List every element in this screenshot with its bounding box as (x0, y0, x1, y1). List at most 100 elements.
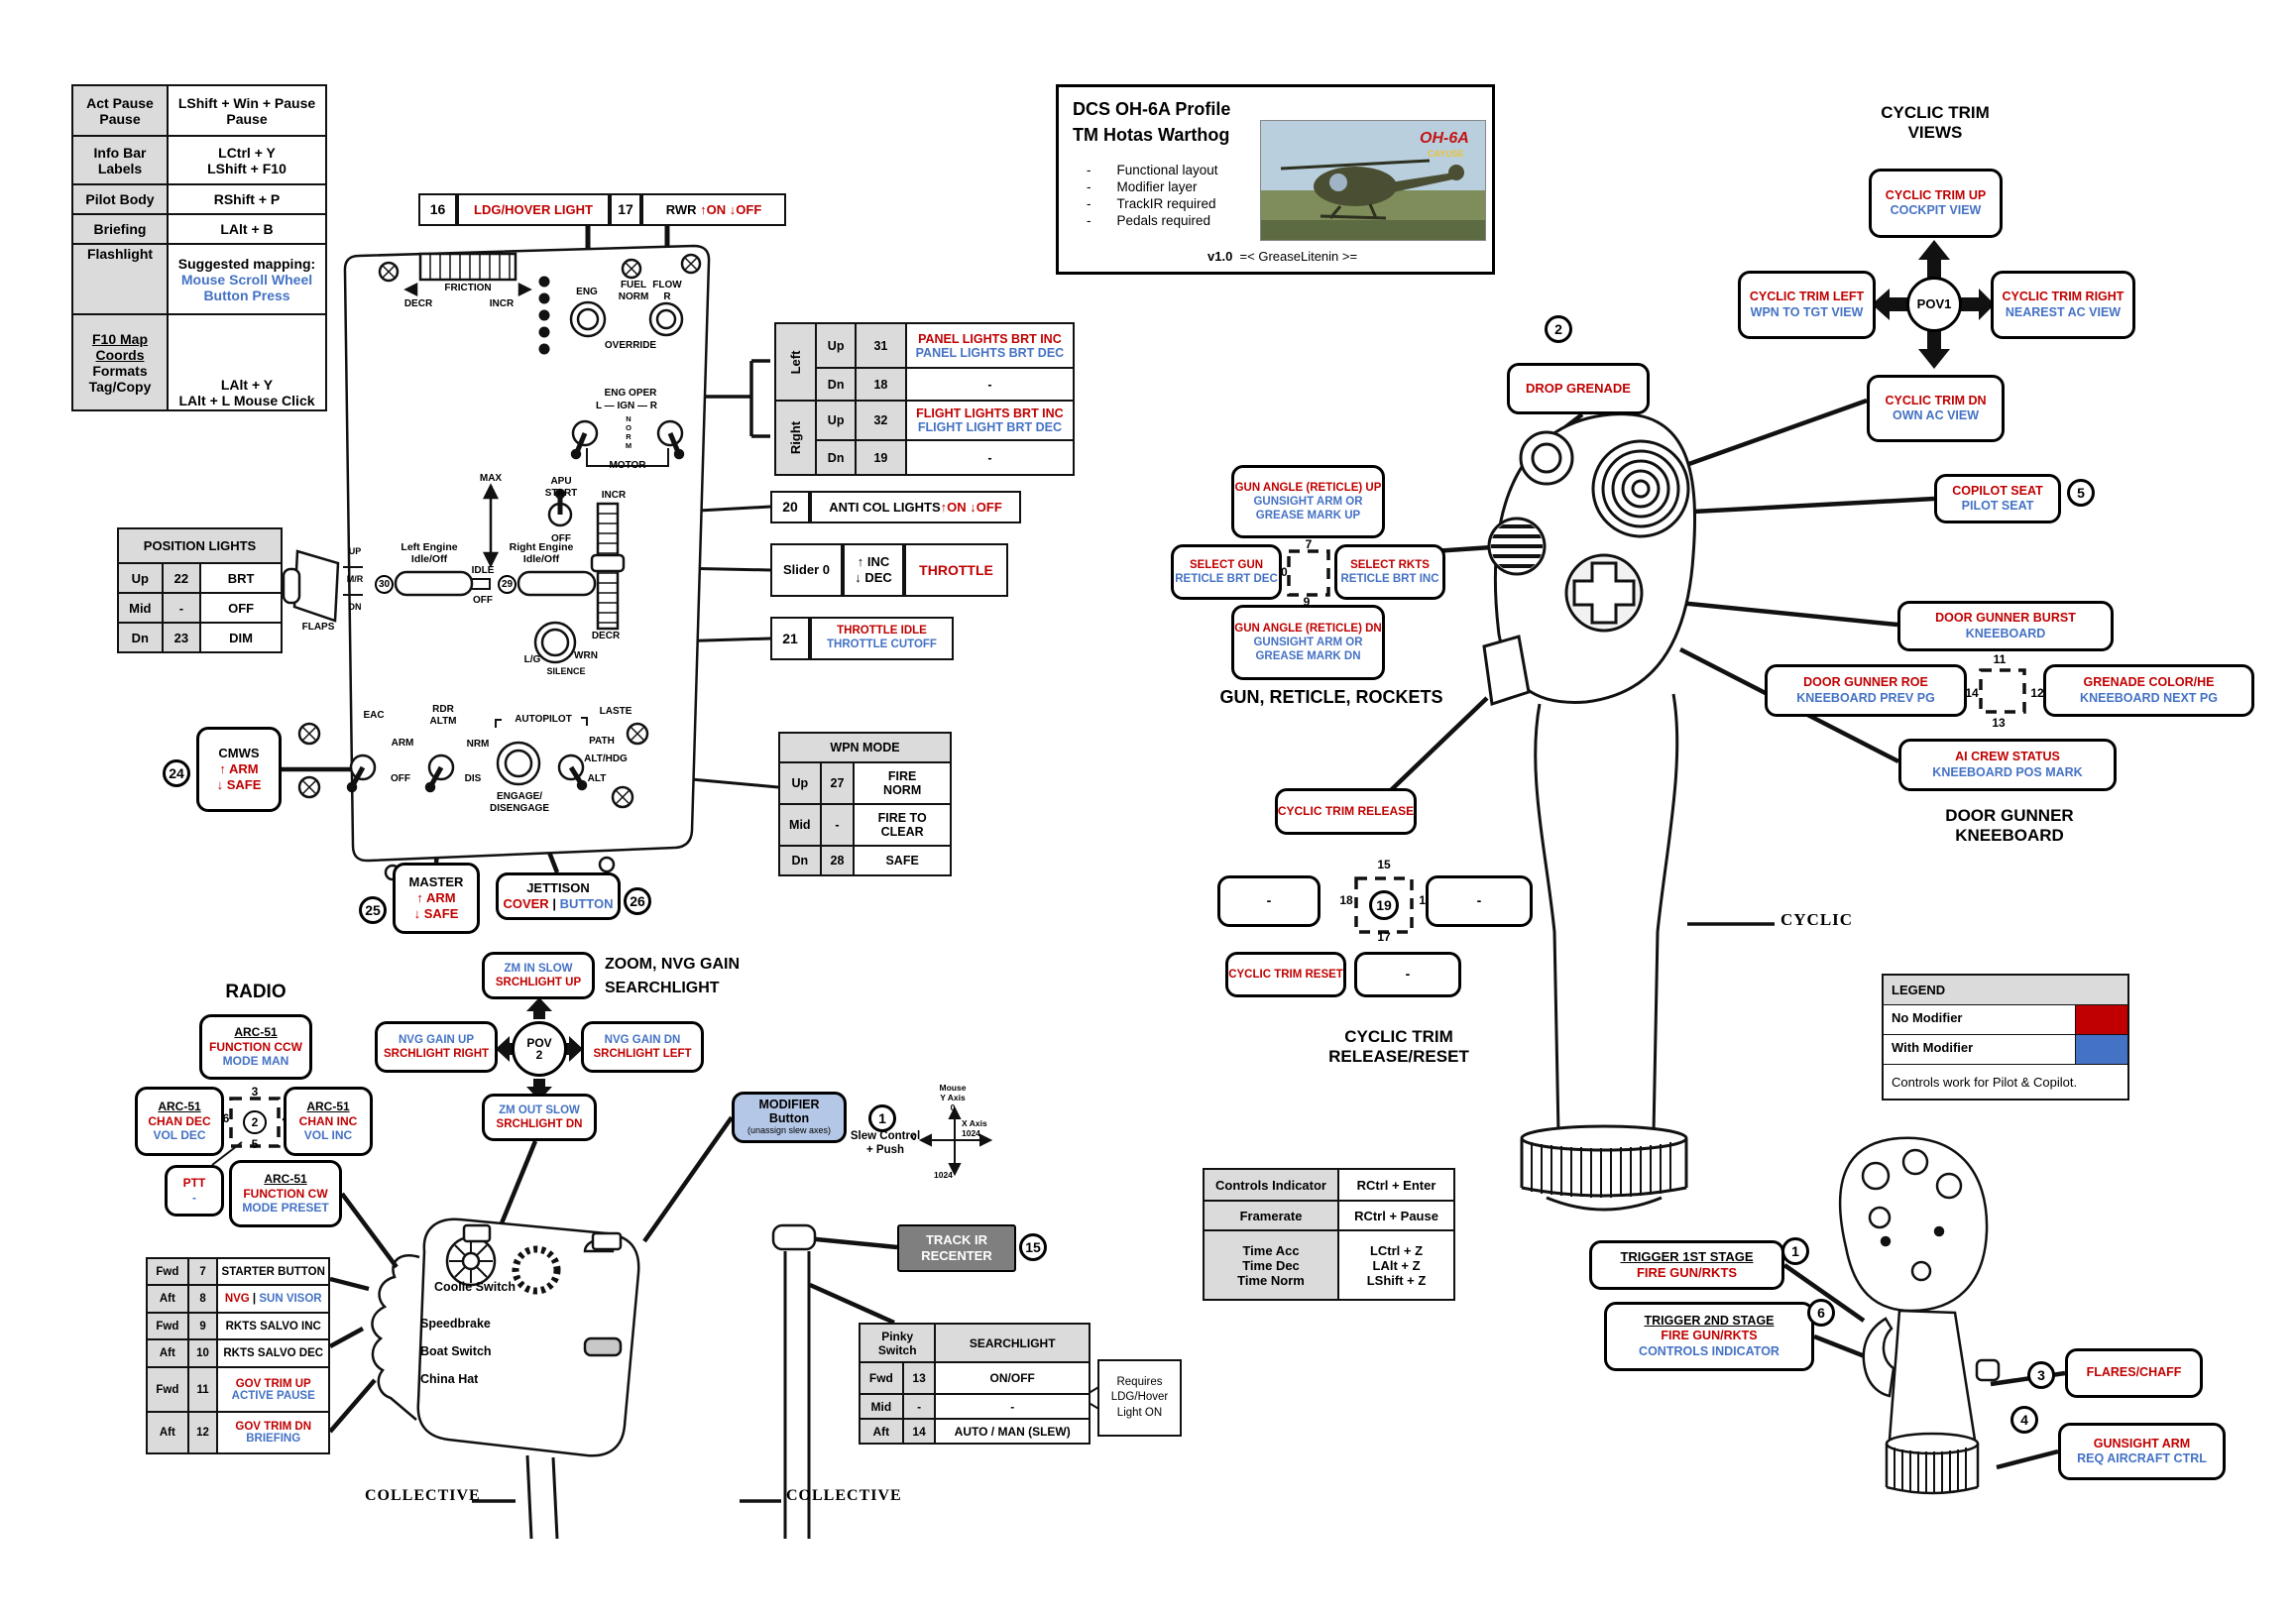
label-views_title: CYCLIC TRIM VIEWS (1881, 103, 1990, 143)
circle (461, 1251, 481, 1271)
value: SELECT GUN (1189, 558, 1264, 571)
value: - (192, 1191, 196, 1205)
circle (538, 292, 550, 304)
legend-title: LEGEND (1892, 983, 1946, 997)
label-t15: 15 (1377, 858, 1391, 871)
left-engine-slot (394, 570, 474, 597)
cell: Framerate (1202, 1200, 1340, 1231)
value: WPN TO TGT VIEW (1750, 304, 1864, 319)
label-off3: OFF (391, 773, 410, 784)
inc-dec-label: ↑ INC ↓ DEC (843, 543, 904, 597)
value: BRIEFING (246, 1433, 301, 1445)
label-up: UP (348, 546, 362, 556)
path (615, 789, 631, 805)
mouse-axis-cross (918, 1105, 993, 1177)
label-dn: DN (348, 602, 362, 612)
arc51-chan-dec-callout: ARC-51 CHAN DEC VOL DEC (135, 1087, 224, 1156)
label-speedbrake: Speedbrake (420, 1317, 491, 1331)
value: REQ AIRCRAFT CTRL (2077, 1451, 2207, 1465)
circle (1861, 1161, 1891, 1191)
gun-angle-dn-callout: GUN ANGLE (RETICLE) DN GUNSIGHT ARM OR G… (1231, 605, 1385, 680)
stick-shaft (1534, 693, 1679, 1134)
throttle-slider (590, 502, 626, 631)
rwr-label: RWR ↑ON ↓OFF (641, 193, 786, 226)
path (301, 779, 317, 795)
label-normv: N O R M (625, 414, 632, 450)
label-nrm: NRM (466, 739, 490, 750)
value: KNEEBOARD PREV PG (1796, 690, 1935, 705)
span: COVER (503, 896, 549, 911)
red-swatch (2076, 1005, 2127, 1034)
value: DOOR GUNNER ROE (1803, 675, 1928, 689)
polygon (979, 1133, 993, 1147)
label-incr2: INCR (601, 490, 627, 501)
cell: Dn (117, 622, 164, 653)
circle (538, 276, 550, 288)
legend-box: LEGEND No Modifier With Modifier Control… (1882, 974, 2129, 1101)
cell: Act Pause Pause (71, 84, 169, 137)
span: BUTTON (559, 896, 614, 911)
right-label: Right (788, 420, 804, 455)
polygon (292, 549, 340, 623)
div: No Modifier (1884, 1005, 2127, 1035)
label-autopilot: AUTOPILOT (515, 714, 572, 725)
value: SRCHLIGHT RIGHT (383, 1048, 490, 1060)
value: RETICLE BRT INC (1340, 573, 1439, 585)
badge-21: 21 (770, 617, 810, 660)
polygon (1961, 289, 1995, 320)
cyclic-trim-dn-callout: CYCLIC TRIM DN OWN AC VIEW (1867, 375, 2005, 442)
value: SRCHLIGHT LEFT (593, 1048, 692, 1060)
label-g7: 7 (1305, 537, 1313, 551)
cell: Aft (146, 1338, 189, 1368)
label-decr: DECR (403, 298, 433, 309)
value: THROTTLE IDLE (837, 625, 927, 638)
path (472, 922, 1775, 1503)
rect (1975, 1358, 2001, 1382)
nvg-gain-up-callout: NVG GAIN UP SRCHLIGHT RIGHT (375, 1021, 498, 1073)
circle (504, 749, 533, 778)
lg-silence-knob (533, 621, 577, 664)
label-zoom_t1: ZOOM, NVG GAIN (605, 956, 740, 973)
badge-2: 2 (1545, 315, 1572, 343)
label-motor: MOTOR (609, 460, 646, 471)
path (1521, 1186, 1687, 1198)
label-dis: DIS (464, 773, 482, 784)
tr: Mid-- (859, 1393, 1091, 1420)
value: - (1476, 892, 1482, 909)
circle (1631, 479, 1651, 499)
label-gun_title: GUN, RETICLE, ROCKETS (1219, 687, 1443, 707)
tr: Mid-OFF (117, 592, 283, 624)
value: TRIGGER 2ND STAGE (1644, 1313, 1775, 1328)
path (586, 448, 669, 467)
tr: Mid-FIRE TO CLEAR (778, 803, 952, 847)
modifier-note: (unassign slew axes) (746, 1124, 832, 1135)
cell: 22 (161, 562, 202, 594)
badge-1-slew: 1 (868, 1104, 896, 1132)
span: ↑ON ↓OFF (940, 499, 1002, 515)
cell: - (904, 367, 1076, 402)
value: CHAN INC (298, 1113, 358, 1128)
cell: LShift + Win + Pause Pause (167, 84, 327, 137)
badge-19: 19 (1369, 890, 1399, 920)
value: - (1266, 892, 1272, 909)
throttle-idle-label: THROTTLE IDLE THROTTLE CUTOFF (810, 617, 954, 660)
value: TRIGGER 1ST STAGE (1620, 1248, 1754, 1264)
polygon (482, 551, 500, 568)
value: OWN AC VIEW (1892, 408, 1980, 422)
value: COCKPIT VIEW (1890, 203, 1982, 217)
text: OH-6A (1420, 130, 1469, 147)
badge-5: 5 (2067, 479, 2095, 507)
polygon (948, 1105, 962, 1119)
cell: OFF (199, 592, 283, 624)
rect (1287, 549, 1330, 597)
cmws-callout: CMWS ↑ ARM ↓ SAFE (196, 727, 282, 812)
